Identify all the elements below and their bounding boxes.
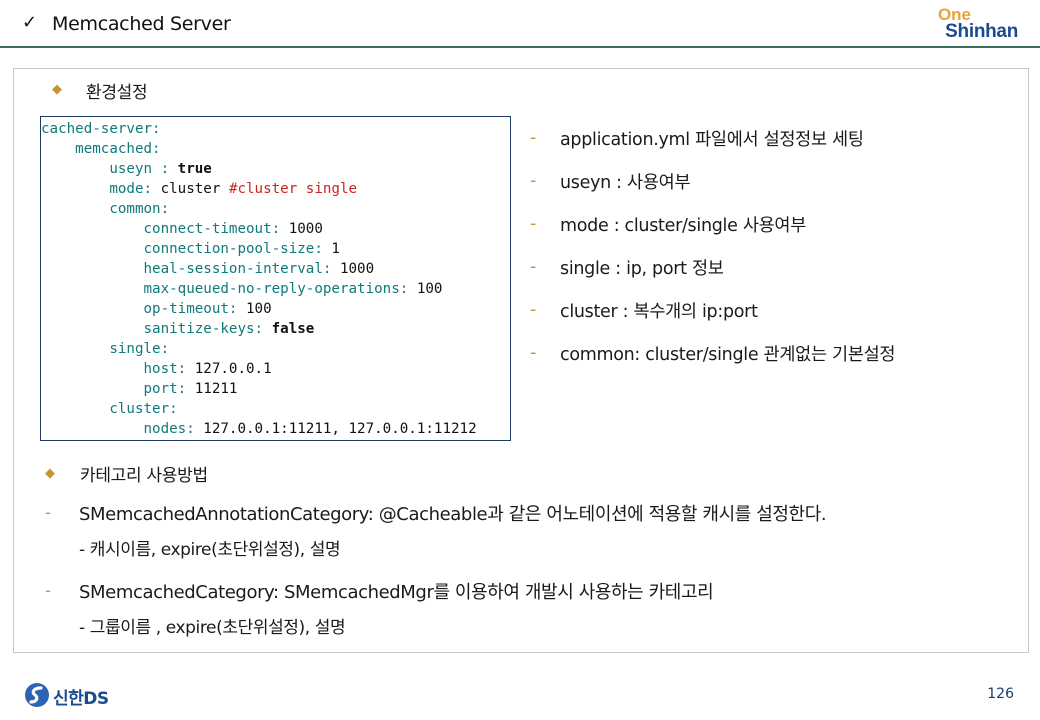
description-item: - single : ip, port 정보	[530, 255, 1010, 298]
section-title-category: 카테고리 사용방법	[80, 466, 208, 486]
code-token: single:	[41, 341, 170, 357]
code-token: 1000	[339, 261, 375, 277]
shinhan-logo-icon	[25, 683, 49, 707]
dash-bullet: -	[530, 214, 537, 234]
slide-title: Memcached Server	[52, 13, 231, 35]
description-text: useyn : 사용여부	[560, 173, 691, 193]
dash-bullet: -	[530, 171, 537, 191]
usage-item: - SMemcachedCategory: SMemcachedMgr를 이용하여…	[45, 578, 1025, 656]
code-token: memcached:	[41, 141, 161, 157]
usage-text: SMemcachedAnnotationCategory: @Cacheable…	[79, 504, 827, 525]
code-line: sanitize-keys: false	[41, 319, 510, 339]
code-token: host:	[41, 361, 195, 377]
diamond-bullet-icon: ◆	[52, 82, 62, 97]
code-line: single:	[41, 339, 510, 359]
description-text: mode : cluster/single 사용여부	[560, 216, 807, 236]
code-line: port: 11211	[41, 379, 510, 399]
content-frame	[13, 68, 1029, 653]
description-text: application.yml 파일에서 설정정보 세팅	[560, 130, 864, 150]
code-line: mode: cluster #cluster single	[41, 179, 510, 199]
footer-logo: 신한DS	[24, 682, 109, 709]
code-token: common:	[41, 201, 170, 217]
usage-subtext: - 그룹이름 , expire(초단위설정), 설명	[79, 618, 346, 638]
description-list: - application.yml 파일에서 설정정보 세팅 - useyn : 사용…	[530, 126, 1010, 384]
code-token: connection-pool-size:	[41, 241, 332, 257]
code-token: cluster:	[41, 401, 178, 417]
check-icon: ✓	[22, 12, 38, 33]
description-item: - common: cluster/single 관계없는 기본설정	[530, 341, 1010, 384]
code-block: cached-server: memcached: useyn : true m…	[40, 116, 511, 441]
code-token: op-timeout:	[41, 301, 246, 317]
slide-header: ✓ Memcached Server One Shinhan	[0, 0, 1040, 50]
code-line: nodes: 127.0.0.1:11211, 127.0.0.1:11212	[41, 419, 510, 439]
footer-logo-text: 신한DS	[53, 689, 109, 709]
description-text: common: cluster/single 관계없는 기본설정	[560, 345, 896, 365]
code-line: connect-timeout: 1000	[41, 219, 510, 239]
code-token: 127.0.0.1	[194, 361, 272, 377]
dash-bullet: -	[45, 503, 52, 523]
code-token: 100	[416, 281, 443, 297]
code-token: cluster	[160, 181, 229, 197]
code-token: max-queued-no-reply-operations:	[41, 281, 417, 297]
code-token: #cluster single	[228, 181, 358, 197]
dash-bullet: -	[45, 581, 52, 601]
code-line: common:	[41, 199, 510, 219]
code-line: cached-server:	[41, 119, 510, 139]
code-line: useyn : true	[41, 159, 510, 179]
description-item: - cluster : 복수개의 ip:port	[530, 298, 1010, 341]
code-line: memcached:	[41, 139, 510, 159]
code-line: op-timeout: 100	[41, 299, 510, 319]
code-line: host: 127.0.0.1	[41, 359, 510, 379]
dash-bullet: -	[530, 343, 537, 363]
code-token: mode:	[41, 181, 161, 197]
dash-bullet: -	[530, 128, 537, 148]
description-item: - application.yml 파일에서 설정정보 세팅	[530, 126, 1010, 169]
code-line: max-queued-no-reply-operations: 100	[41, 279, 510, 299]
dash-bullet: -	[530, 300, 537, 320]
page-number: 126	[987, 686, 1014, 702]
code-token: sanitize-keys:	[41, 321, 272, 337]
code-token: nodes:	[41, 421, 204, 437]
description-item: - useyn : 사용여부	[530, 169, 1010, 212]
code-token: 127.0.0.1:11211, 127.0.0.1:11212	[203, 421, 477, 437]
code-token: false	[271, 321, 315, 337]
usage-subtext: - 캐시이름, expire(초단위설정), 설명	[79, 540, 341, 560]
code-token: cached-server:	[41, 121, 161, 137]
code-line: connection-pool-size: 1	[41, 239, 510, 259]
code-token: port:	[41, 381, 195, 397]
header-divider	[0, 46, 1040, 48]
code-token: heal-session-interval:	[41, 261, 340, 277]
logo-shinhan-text: Shinhan	[945, 21, 1018, 42]
code-token: 1000	[288, 221, 323, 237]
diamond-bullet-icon: ◆	[45, 466, 55, 481]
code-token: connect-timeout:	[41, 221, 289, 237]
logo-one-text: One	[937, 5, 971, 24]
code-token: useyn :	[41, 161, 178, 177]
section-title-config: 환경설정	[86, 83, 148, 103]
code-line: cluster:	[41, 399, 510, 419]
usage-text: SMemcachedCategory: SMemcachedMgr를 이용하여 …	[79, 582, 714, 603]
dash-bullet: -	[530, 257, 537, 277]
code-token: 11211	[194, 381, 238, 397]
code-token: 100	[246, 301, 272, 317]
code-token: 1	[331, 241, 340, 257]
description-text: single : ip, port 정보	[560, 259, 724, 279]
description-item: - mode : cluster/single 사용여부	[530, 212, 1010, 255]
description-text: cluster : 복수개의 ip:port	[560, 302, 758, 322]
usage-item: - SMemcachedAnnotationCategory: @Cacheabl…	[45, 500, 1025, 578]
usage-list: - SMemcachedAnnotationCategory: @Cacheabl…	[45, 500, 1025, 656]
code-line: heal-session-interval: 1000	[41, 259, 510, 279]
code-token: true	[177, 161, 212, 177]
